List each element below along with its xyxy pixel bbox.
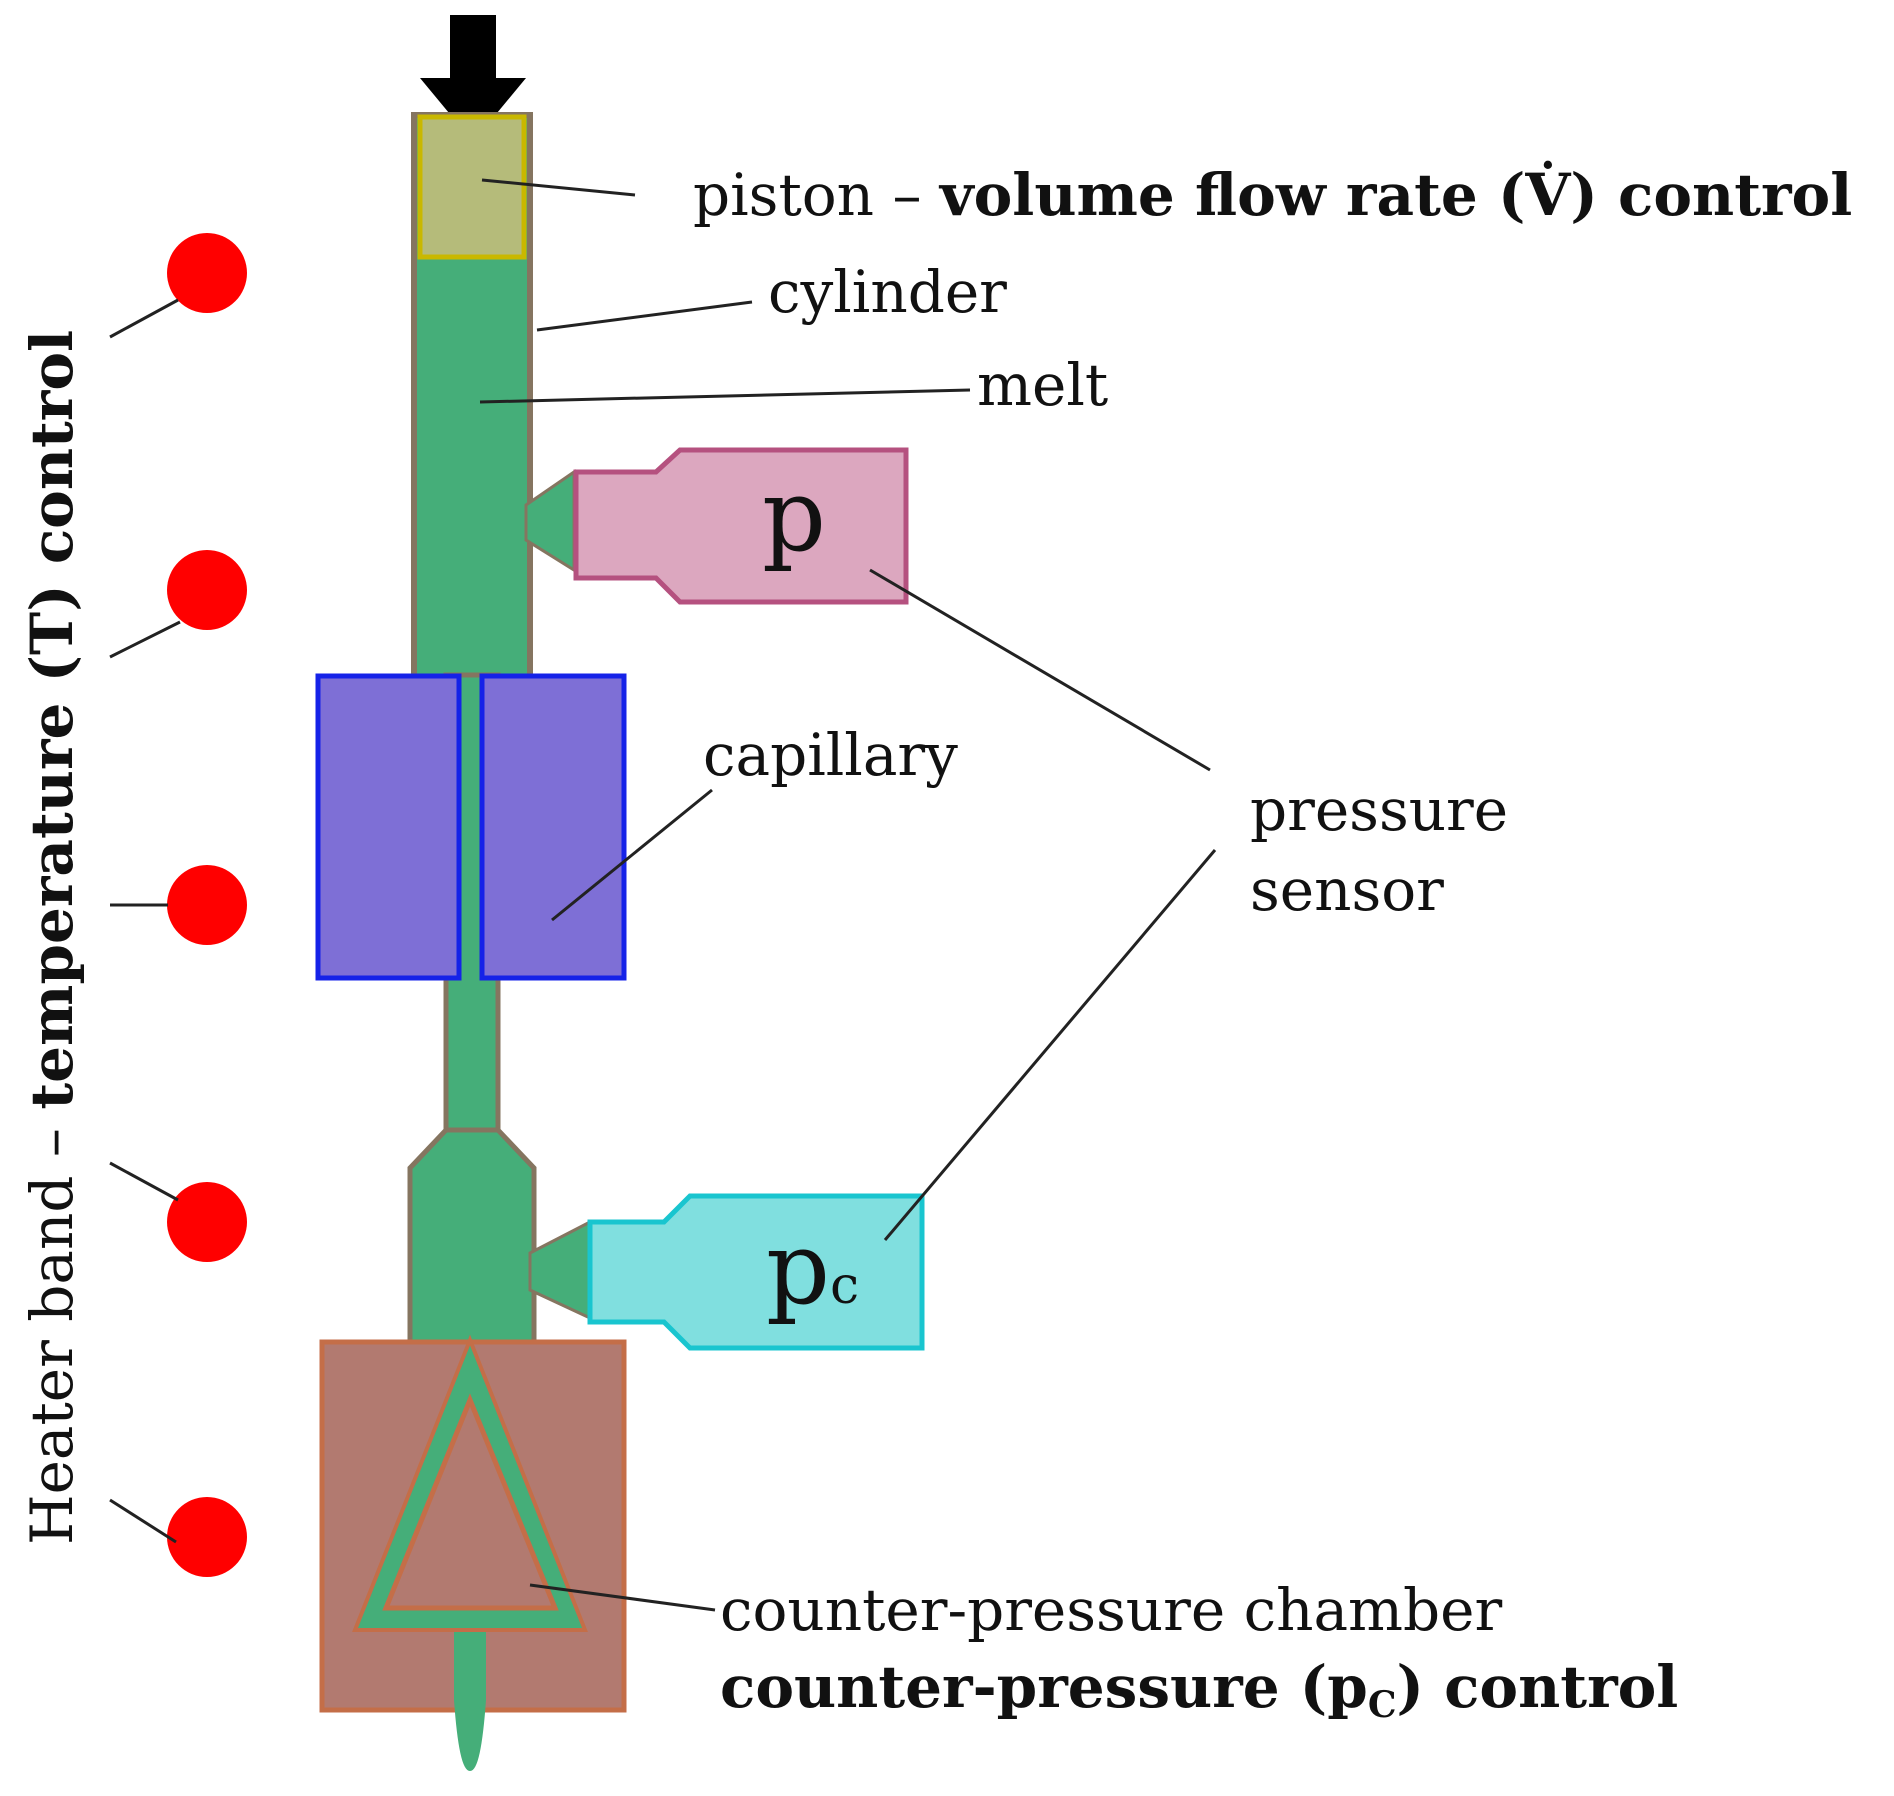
sensor-pc-label: pc — [766, 1210, 859, 1327]
melt-label: melt — [977, 351, 1108, 419]
capillary-label: capillary — [703, 721, 958, 789]
piston — [417, 114, 527, 260]
leader-lines — [479, 178, 1217, 1612]
heater-band-5 — [167, 1497, 247, 1577]
heater-bands — [109, 233, 247, 1577]
pressure-sensor-label-line1: pressure — [1250, 776, 1508, 844]
heater-band-4 — [167, 1182, 247, 1262]
capillary-die — [315, 673, 627, 981]
counter-pressure-control-label: counter-pressure (pC) control — [720, 1653, 1678, 1726]
pressure-sensor-p: p — [573, 447, 909, 605]
piston-label: piston – volume flow rate (V̇) control — [693, 159, 1852, 229]
counter-pressure-chamber — [319, 1334, 627, 1772]
sensor-p-label: p — [762, 457, 826, 574]
chamber-label: counter-pressure chamber — [720, 1576, 1502, 1644]
flow-arrow-icon — [420, 15, 526, 142]
pressure-sensor-pc: pc — [587, 1193, 925, 1351]
heater-band-1 — [167, 233, 247, 313]
pressure-sensor-label-line2: sensor — [1250, 856, 1444, 924]
heater-band-2 — [167, 550, 247, 630]
cylinder-label: cylinder — [768, 258, 1007, 326]
heater-band-label: Heater band – temperature (T) control — [18, 330, 86, 1545]
heater-band-3 — [167, 865, 247, 945]
